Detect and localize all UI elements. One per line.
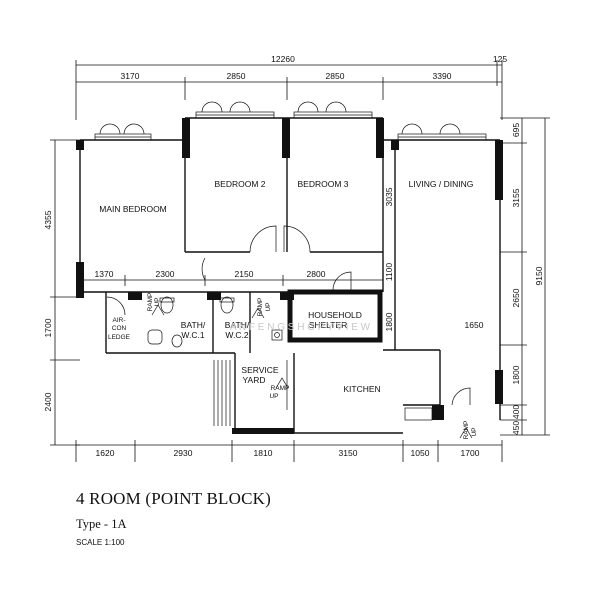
dim-top-1: 3170: [121, 71, 140, 81]
dim-bottom-1: 1620: [96, 448, 115, 458]
dim-right-3: 2650: [511, 288, 521, 307]
dim-right-6: 450: [511, 421, 521, 435]
room-household-shelter-b: SHELTER: [309, 320, 348, 330]
dim-mid-4: 2800: [307, 269, 326, 279]
dim-mid-3: 2150: [235, 269, 254, 279]
dim-bottom-6: 1700: [461, 448, 480, 458]
dim-left-2: 1700: [43, 318, 53, 337]
dim-top-3: 2850: [326, 71, 345, 81]
room-bath-2-b: W.C.2: [225, 330, 248, 340]
dim-inner-1800: 1800: [384, 312, 394, 331]
room-living-dining: LIVING / DINING: [409, 179, 474, 189]
room-service-yard-b: YARD: [243, 375, 266, 385]
room-aircon-ledge-3: LEDGE: [108, 334, 131, 341]
room-bedroom-3: BEDROOM 3: [297, 179, 348, 189]
dim-mid-1: 1370: [95, 269, 114, 279]
plan-type: Type - 1A: [76, 517, 127, 531]
room-bath-2-a: BATH/: [225, 320, 250, 330]
dim-top-2: 2850: [227, 71, 246, 81]
room-household-shelter-a: HOUSEHOLD: [308, 310, 362, 320]
ramp-up-1: UP: [154, 297, 161, 306]
ramp-label-3: RAMP: [271, 385, 290, 392]
room-service-yard-a: SERVICE: [241, 365, 278, 375]
title-block: 4 ROOM (POINT BLOCK) Type - 1A SCALE 1:1…: [76, 489, 271, 547]
dim-right-4: 1800: [511, 365, 521, 384]
dim-top-end: 125: [493, 54, 507, 64]
room-kitchen: KITCHEN: [343, 384, 380, 394]
room-bath-1-a: BATH/: [181, 320, 206, 330]
dim-mid-2: 2300: [156, 269, 175, 279]
ramp-label-2: RAMP: [257, 298, 264, 317]
dim-left-1: 4355: [43, 210, 53, 229]
room-bedroom-2: BEDROOM 2: [214, 179, 265, 189]
room-main-bedroom: MAIN BEDROOM: [99, 204, 167, 214]
dim-inner-3035: 3035: [384, 187, 394, 206]
dim-inner-1100: 1100: [384, 263, 394, 282]
ramp-label-1: RAMP: [147, 293, 154, 312]
ramp-label-4: RAMP: [463, 421, 470, 440]
ramp-up-4: UP: [471, 427, 478, 436]
dim-top-4: 3390: [433, 71, 452, 81]
dim-bottom-5: 1050: [411, 448, 430, 458]
plan-title: 4 ROOM (POINT BLOCK): [76, 489, 271, 508]
dim-left-3: 2400: [43, 392, 53, 411]
dim-top-total: 12260: [271, 54, 295, 64]
dim-right-total: 9150: [534, 266, 544, 285]
watermark: A N F E N G S H O P Y V I E W: [230, 322, 371, 333]
floor-plan: 12260 125 3170 2850 2850 3390 1370 2300 …: [43, 54, 550, 462]
dim-right-1: 695: [511, 123, 521, 137]
room-aircon-ledge-1: AIR-: [113, 317, 126, 324]
dim-right-5: 400: [511, 405, 521, 419]
room-bath-1-b: W.C.1: [181, 330, 204, 340]
dim-bottom-3: 1810: [254, 448, 273, 458]
ramp-up-2: UP: [265, 302, 272, 311]
ramp-up-3: UP: [269, 393, 278, 400]
dim-bottom-4: 3150: [339, 448, 358, 458]
room-aircon-ledge-2: CON: [112, 325, 127, 332]
dim-inner-1650: 1650: [465, 320, 484, 330]
dim-right-2: 3155: [511, 188, 521, 207]
plan-scale: SCALE 1:100: [76, 538, 125, 547]
dim-bottom-2: 2930: [174, 448, 193, 458]
